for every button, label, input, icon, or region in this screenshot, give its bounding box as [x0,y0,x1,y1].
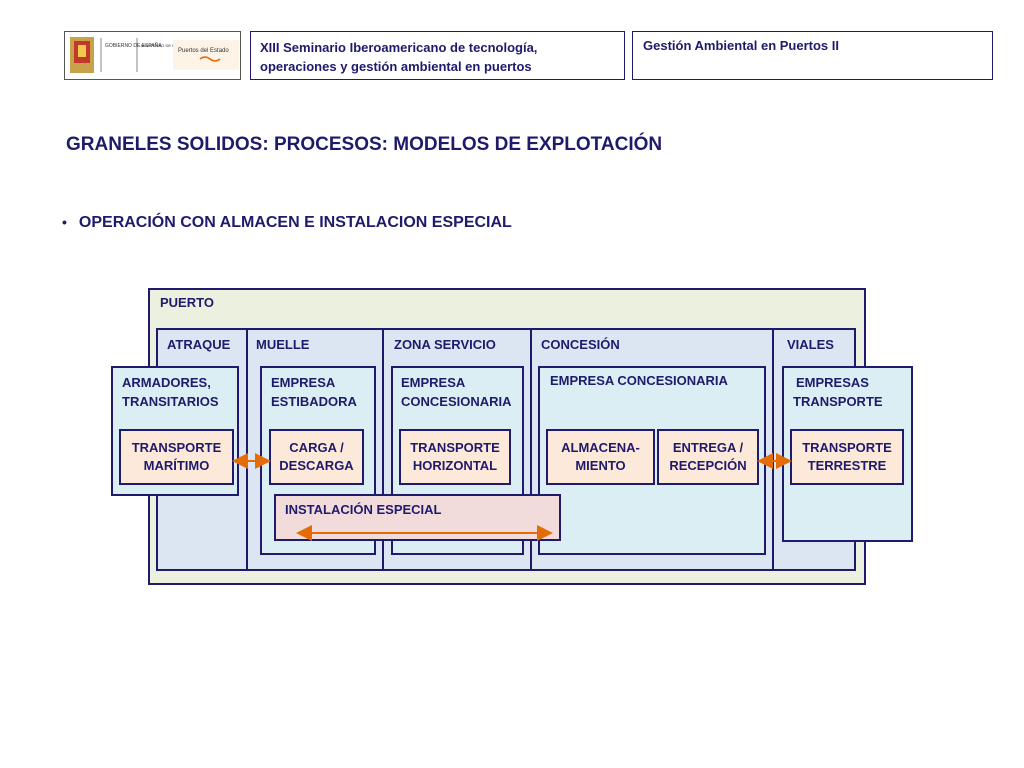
armadores-line-1: ARMADORES, [122,375,211,390]
concesionaria-label: EMPRESA CONCESIONARIA [550,373,728,388]
gobierno-logo-icon: GOBIERNO DE ESPAÑA MINISTERIO DE FOMENTO… [70,37,239,73]
seminar-line-2: operaciones y gestión ambiental en puert… [260,59,532,74]
bullet-text: OPERACIÓN CON ALMACEN E INSTALACION ESPE… [78,214,512,231]
carga-line-2: DESCARGA [279,458,354,473]
carga-line-1: CARGA / [289,440,344,455]
instalacion-especial-label: INSTALACIÓN ESPECIAL [285,502,442,517]
label-zona-servicio: ZONA SERVICIO [394,337,496,352]
bullet-icon: • [62,214,67,230]
armadores-line-2: TRANSITARIOS [122,394,219,409]
logo-puertos-text: Puertos del Estado [178,48,229,54]
title-part-2: PROCESOS: MODELOS DE EXPLOTACIÓN [268,134,663,155]
logo-panel: GOBIERNO DE ESPAÑA MINISTERIO DE FOMENTO… [64,31,241,80]
process-carga-descarga: CARGA / DESCARGA [269,429,364,485]
maritimo-line-2: MARÍTIMO [143,458,210,473]
course-title: Gestión Ambiental en Puertos II [643,38,839,53]
logo-ministerio-text: MINISTERIO DE FOMENTO [141,43,192,48]
transporte-label: EMPRESAS TRANSPORTE [793,373,883,411]
seminar-line-1: XIII Seminario Iberoamericano de tecnolo… [260,40,538,55]
estibadora-line-1: EMPRESA [271,375,336,390]
process-transporte-horizontal: TRANSPORTE HORIZONTAL [399,429,511,485]
maritimo-line-1: TRANSPORTE [131,440,222,455]
seminar-title-box: XIII Seminario Iberoamericano de tecnolo… [250,31,625,80]
concesionaria-servicio-label: EMPRESA CONCESIONARIA [401,373,512,411]
terrestre-line-2: TERRESTRE [807,458,887,473]
entrega-line-2: RECEPCIÓN [669,458,747,473]
label-atraque: ATRAQUE [167,337,231,352]
course-title-box: Gestión Ambiental en Puertos II [632,31,993,80]
process-transporte-maritimo: TRANSPORTE MARÍTIMO [119,429,234,485]
label-viales: VIALES [787,337,834,352]
transporte-line-1: EMPRESAS [796,375,869,390]
armadores-label: ARMADORES, TRANSITARIOS [122,373,219,411]
almacen-line-2: MIENTO [575,458,626,473]
page-title: GRANELES SOLIDOS: PROCESOS: MODELOS DE E… [66,134,662,156]
almacen-line-1: ALMACENA- [561,440,640,455]
bullet-point: • OPERACIÓN CON ALMACEN E INSTALACION ESP… [62,214,512,232]
label-muelle: MUELLE [256,337,310,352]
concesionaria-line-1: EMPRESA [401,375,466,390]
entrega-line-1: ENTREGA / [672,440,744,455]
horizontal-line-1: TRANSPORTE [410,440,500,455]
process-entrega-recepcion: ENTREGA / RECEPCIÓN [657,429,759,485]
puerto-label: PUERTO [160,295,214,310]
estibadora-line-2: ESTIBADORA [271,394,357,409]
horizontal-line-2: HORIZONTAL [412,458,498,473]
title-part-1: GRANELES SOLIDOS: [66,134,269,155]
label-concesion: CONCESIÓN [541,337,620,352]
logo-gobierno-text: GOBIERNO DE ESPAÑA [105,42,162,49]
process-almacenamiento: ALMACENA- MIENTO [546,429,655,485]
concesionaria-line-2: CONCESIONARIA [401,394,512,409]
process-transporte-terrestre: TRANSPORTE TERRESTRE [790,429,904,485]
transporte-line-2: TRANSPORTE [793,394,883,409]
estibadora-label: EMPRESA ESTIBADORA [271,373,357,411]
terrestre-line-1: TRANSPORTE [802,440,892,455]
